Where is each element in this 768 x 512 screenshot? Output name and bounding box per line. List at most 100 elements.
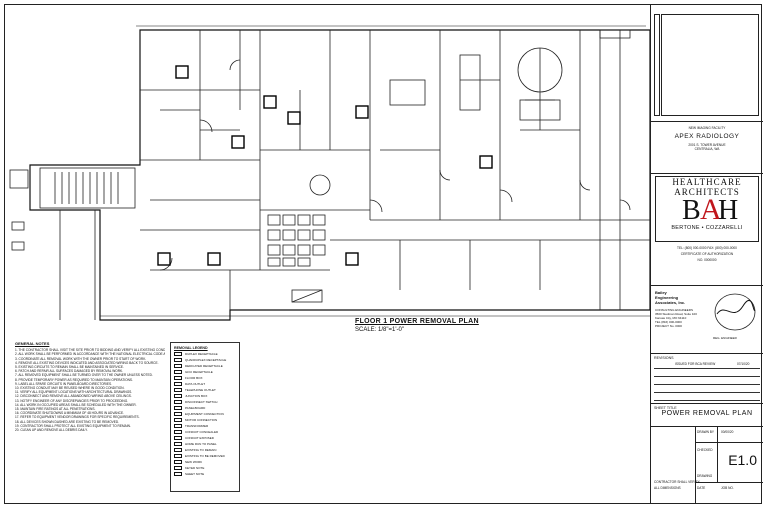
engineer-sig-label: REG. ENGINEER xyxy=(713,336,737,340)
title-block: NEW IMAGING FACILITY APEX RADIOLOGY 2001… xyxy=(650,4,763,504)
arch-info-2: CERTIFICATE OF AUTHORIZATION xyxy=(680,252,734,256)
note-line: 9. LABEL ALL SPARE CIRCUITS IN PANELBOAR… xyxy=(15,381,113,386)
note-line: 11. VERIFY ALL EQUIPMENT LOCATIONS WITH … xyxy=(15,390,133,395)
legend-label: NEW WORK xyxy=(185,460,203,464)
legend-symbol-icon xyxy=(174,382,182,386)
legend-item: EXISTING TO REMAIN xyxy=(174,447,236,453)
legend-item: TRANSFORMER xyxy=(174,423,236,429)
legend-label: EXISTING TO REMAIN xyxy=(185,448,217,452)
legend-item: DUPLEX RECEPTACLE xyxy=(174,351,236,357)
legend-item: FLOOR BOX xyxy=(174,375,236,381)
legend-item: GFCI RECEPTACLE xyxy=(174,369,236,375)
legend-symbol-icon xyxy=(174,388,182,392)
sheet-info: SHEET TITLE POWER REMOVAL PLAN DRAWN BY … xyxy=(651,404,763,504)
note-line: 10. EXISTING CONDUIT MAY BE REUSED WHERE… xyxy=(15,386,125,391)
arch-word-2: ARCHITECTS xyxy=(674,187,740,197)
drawn-label: DRAWN BY xyxy=(697,430,715,434)
legend-item: SHEET NOTE xyxy=(174,471,236,477)
legend-label: SHEET NOTE xyxy=(185,472,205,476)
project-name: APEX RADIOLOGY xyxy=(674,133,740,140)
legend-symbol-icon xyxy=(174,460,182,464)
legend-symbol-icon xyxy=(174,472,182,476)
monogram-b: B xyxy=(682,195,701,226)
note-line: 17. REFER TO EQUIPMENT VENDOR DRAWINGS F… xyxy=(15,415,140,420)
project-address-2: CENTRALIA, WA xyxy=(694,147,720,151)
revision-1-date: 07/10/20 xyxy=(737,362,750,366)
note-line: 4. REMOVE ALL EXISTING DEVICES INDICATED… xyxy=(15,360,159,365)
legend-label: EQUIPMENT CONNECTION xyxy=(185,412,224,416)
legend-item: DISCONNECT SWITCH xyxy=(174,399,236,405)
legend-item: CONDUIT EXPOSED xyxy=(174,435,236,441)
footer-1: CONTRACTOR SHALL VERIFY xyxy=(654,480,700,484)
engineer-info-line: 3500 Stedman Road, Suite 100 xyxy=(655,312,697,316)
legend-item: JUNCTION BOX xyxy=(174,393,236,399)
drawing-label: DRAWING xyxy=(697,474,713,478)
engineer-line-1: Bailey xyxy=(655,290,667,295)
date-label: DATE xyxy=(697,486,706,490)
sheet-number: E1.0 xyxy=(728,452,757,468)
legend-item: KEYED NOTE xyxy=(174,465,236,471)
revision-1-text: ISSUED FOR BCA REVIEW xyxy=(675,362,716,366)
legend-symbol-icon xyxy=(174,442,182,446)
architect-block: HEALTHCARE ARCHITECTS B A H BERTONE • CO… xyxy=(651,174,763,286)
project-small: NEW IMAGING FACILITY xyxy=(688,126,726,130)
note-line: 15. MAINTAIN FIRE RATINGS AT ALL PENETRA… xyxy=(15,407,96,412)
note-line: 18. ALL DEVICES SHOWN DASHED ARE EXISTIN… xyxy=(15,419,120,424)
legend-label: GFCI RECEPTACLE xyxy=(185,370,213,374)
legend-item: DEDICATED RECEPTACLE xyxy=(174,363,236,369)
monogram-h: H xyxy=(718,195,739,226)
legend-label: DISCONNECT SWITCH xyxy=(185,400,218,404)
legend-symbol-icon xyxy=(174,466,182,470)
legend-item: TELEPHONE OUTLET xyxy=(174,387,236,393)
legend-symbol-icon xyxy=(174,406,182,410)
monogram-a: A xyxy=(700,193,722,226)
legend-label: TRANSFORMER xyxy=(185,424,209,428)
note-line: 5. EXISTING CIRCUITS TO REMAIN SHALL BE … xyxy=(15,365,124,370)
plan-scale: SCALE: 1/8"=1'-0" xyxy=(355,327,404,333)
legend-symbol-icon xyxy=(174,454,182,458)
legend-symbol-icon xyxy=(174,418,182,422)
waiting-chairs xyxy=(267,214,326,267)
floor-plan xyxy=(9,25,650,321)
engineer-info-line: TEL (816) 000-0000 xyxy=(655,320,682,324)
legend-symbol-icon xyxy=(174,370,182,374)
legend-label: KEYED NOTE xyxy=(185,466,205,470)
arch-word-1: HEALTHCARE xyxy=(672,177,742,187)
legend-item: MOTOR CONNECTION xyxy=(174,417,236,423)
legend-label: JUNCTION BOX xyxy=(185,394,208,398)
note-line: 12. DISCONNECT AND REMOVE ALL ABANDONED … xyxy=(15,394,132,399)
revisions-block: REVISIONS ISSUED FOR BCA REVIEW 07/10/20 xyxy=(651,354,763,404)
legend-label: HOME RUN TO PANEL xyxy=(185,442,217,446)
legend-item: CONDUIT CONCEALED xyxy=(174,429,236,435)
note-line: 7. ALL REMOVED EQUIPMENT SHALL BE TURNED… xyxy=(15,373,153,378)
note-line: 3. COORDINATE ALL REMOVAL WORK WITH THE … xyxy=(15,356,147,361)
legend-symbol-icon xyxy=(174,364,182,368)
engineer-seal-signature xyxy=(714,293,756,331)
legend-label: DEDICATED RECEPTACLE xyxy=(185,364,223,368)
project-address-1: 2001 S. TOWER AVENUE xyxy=(688,143,726,147)
project-info: NEW IMAGING FACILITY APEX RADIOLOGY 2001… xyxy=(651,122,763,174)
sheet-border xyxy=(4,4,762,504)
note-line: 2. ALL WORK SHALL BE PERFORMED IN ACCORD… xyxy=(15,352,165,357)
legend-symbol-icon xyxy=(174,400,182,404)
note-line: 13. NOTIFY ENGINEER OF ANY DISCREPANCIES… xyxy=(15,398,129,403)
engineer-line-3: Associates, Inc. xyxy=(655,300,686,305)
engineer-info-line: Kansas City, MO 64110 xyxy=(655,316,687,320)
note-line: 14. ALL WORK IN OCCUPIED AREAS SHALL BE … xyxy=(15,402,137,407)
note-line: 1. THE CONTRACTOR SHALL VISIT THE SITE P… xyxy=(15,348,165,353)
legend-symbol-icon xyxy=(174,394,182,398)
note-line: 20. CLEAN UP AND REMOVE ALL DEBRIS DAILY… xyxy=(15,428,88,433)
legend-label: TELEPHONE OUTLET xyxy=(185,388,216,392)
note-line: 8. PROVIDE TEMPORARY POWER AS REQUIRED T… xyxy=(15,377,133,382)
legend-symbol-icon xyxy=(174,412,182,416)
arch-names: BERTONE • COZZARELLI xyxy=(671,225,743,231)
legend-label: DUPLEX RECEPTACLE xyxy=(185,352,218,356)
arch-monogram: B A H xyxy=(656,193,758,226)
legend-symbol-icon xyxy=(174,436,182,440)
notes-list: 1. THE CONTRACTOR SHALL VISIT THE SITE P… xyxy=(15,348,165,432)
legend-symbol-icon xyxy=(174,352,182,356)
notes-heading: GENERAL NOTES xyxy=(15,342,50,346)
architect-logo: HEALTHCARE ARCHITECTS B A H BERTONE • CO… xyxy=(655,176,759,242)
